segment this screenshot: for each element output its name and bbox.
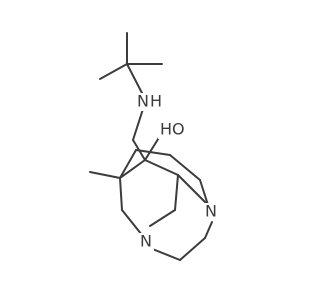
bond: [177, 174, 209, 206]
bond: [204, 221, 213, 239]
bond: [119, 159, 146, 179]
atom-label-layer: N H HO N N: [135, 92, 219, 251]
bond: [89, 171, 121, 179]
atom-n-bridge: N: [138, 232, 154, 251]
bond: [119, 177, 123, 211]
bond: [199, 179, 209, 206]
bond: [126, 63, 144, 96]
bond: [149, 209, 176, 227]
bond: [149, 247, 181, 261]
bond: [99, 63, 128, 80]
atom-nh: N H: [135, 92, 165, 111]
nitrogen-label: N: [205, 202, 217, 221]
bond-layer: [89, 32, 213, 261]
bond: [135, 149, 171, 156]
atom-oh: HO: [158, 120, 186, 139]
bond: [132, 108, 144, 141]
atom-n-right: N: [203, 202, 219, 221]
bond: [179, 237, 206, 261]
hydroxyl-label: HO: [160, 120, 185, 139]
nitrogen-label: N: [137, 92, 149, 111]
bond: [121, 209, 143, 236]
molecule-structure: N H HO N N: [89, 32, 219, 261]
bond: [174, 174, 179, 211]
hydrogen-label: H: [150, 92, 162, 111]
bond: [119, 149, 137, 179]
nitrogen-label: N: [140, 232, 152, 251]
bond: [169, 154, 201, 181]
bond: [144, 159, 179, 176]
bond: [144, 135, 161, 161]
